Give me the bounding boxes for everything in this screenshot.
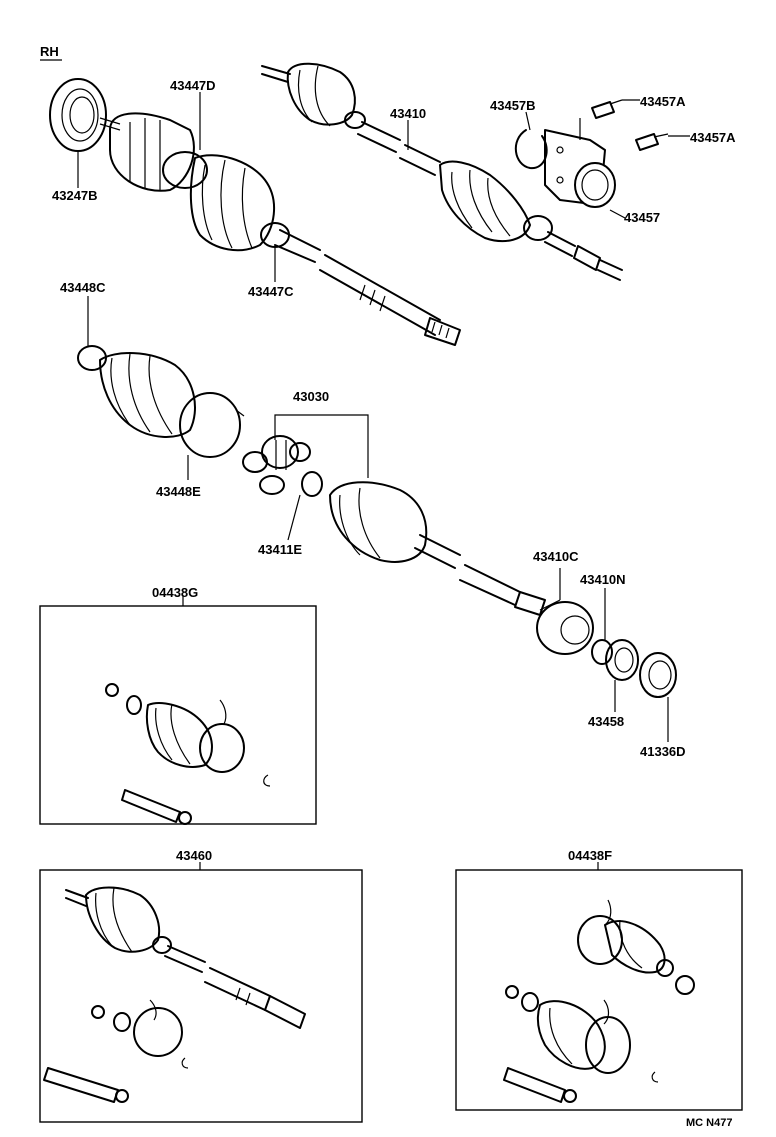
inboard-outer-joint: [286, 62, 356, 126]
outboard-boot: [189, 154, 276, 252]
kit-43460-contents: [43, 886, 306, 1103]
side-label: RH: [40, 44, 59, 59]
label-43411E: 43411E: [258, 542, 302, 557]
inboard-housing: [329, 481, 546, 616]
label-43247B: 43247B: [52, 188, 98, 203]
boot-clamp-small: [260, 222, 290, 248]
clamp-43448C: [77, 345, 107, 371]
label-43448C: 43448C: [60, 280, 106, 295]
bearing-bracket: [544, 118, 616, 208]
seal-43458: [605, 639, 639, 681]
label-43410: 43410: [390, 106, 426, 121]
snap-ring-43411E: [301, 471, 323, 497]
label-43457A-1: 43457A: [640, 94, 686, 109]
label-43457A-2: 43457A: [690, 130, 736, 145]
label-kit-43460: 43460: [176, 848, 212, 863]
bracket-bolt-2: [635, 133, 669, 151]
kit-04438G-contents: [105, 683, 271, 825]
inboard-boot: [99, 352, 196, 438]
label-43457B: 43457B: [490, 98, 536, 113]
kit-04438F-contents: [503, 899, 695, 1103]
kit-box-43460: [39, 869, 363, 1123]
kit-box-04438G: [39, 605, 317, 825]
ring-41336D: [639, 652, 677, 698]
tripod-joint: [242, 435, 311, 495]
snap-ring: [515, 129, 548, 170]
snap-ring-43410N: [591, 639, 613, 665]
label-kit-04438F: 04438F: [568, 848, 612, 863]
label-43410C: 43410C: [533, 549, 579, 564]
drive-shaft-lower: [319, 254, 441, 336]
outboard-housing: [109, 112, 195, 192]
clamp-43448E: [179, 392, 241, 458]
center-bearing: [536, 599, 594, 655]
label-43447C: 43447C: [248, 284, 294, 299]
inboard-shaft-assembly: [261, 62, 623, 281]
label-43457: 43457: [624, 210, 660, 225]
boot-clamp-large: [162, 151, 208, 189]
drive-shaft-upper: [274, 229, 321, 263]
inboard-boot-parts: [77, 345, 245, 458]
label-43447D: 43447D: [170, 78, 216, 93]
label-kit-04438G: 04438G: [152, 585, 198, 600]
label-43030: 43030: [293, 389, 329, 404]
label-43448E: 43448E: [156, 484, 201, 499]
label-43458: 43458: [588, 714, 624, 729]
bracket-bolt-1: [591, 99, 623, 119]
inner-boot: [439, 160, 531, 243]
diagram-code: MC N477: [686, 1117, 732, 1129]
kit-box-04438F: [455, 869, 743, 1111]
label-43410N: 43410N: [580, 572, 626, 587]
label-41336D: 41336D: [640, 744, 686, 759]
